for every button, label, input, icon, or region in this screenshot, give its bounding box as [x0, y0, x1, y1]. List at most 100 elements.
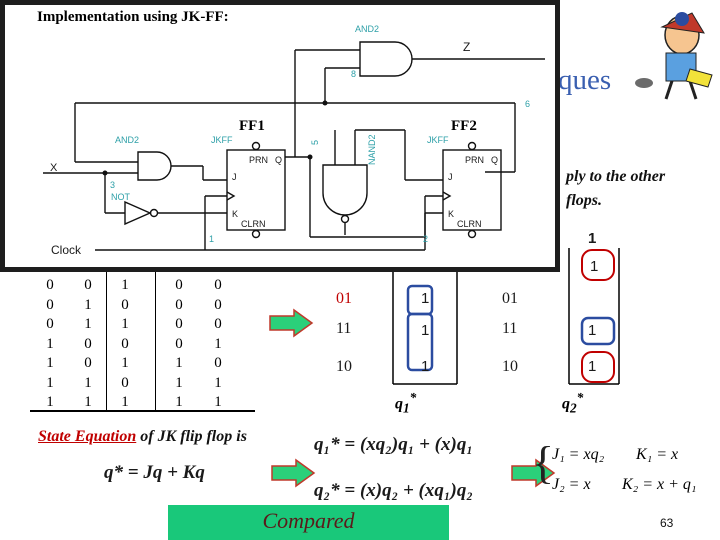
cell: 1 [46, 355, 54, 371]
pin-label: J [232, 172, 237, 182]
label-sup: * [409, 390, 417, 405]
kmap2-cell: 1 [590, 258, 599, 275]
cell: 0 [214, 277, 222, 293]
q2-equation: q₂* = (x)q₂ + (xq₁)q₂ [314, 480, 473, 501]
cell: 1 [175, 374, 183, 391]
kmap1-label: q1* [395, 390, 416, 417]
pin-label: Q [491, 155, 498, 165]
truth-col-5: 0 0 0 1 0 1 1 [208, 276, 228, 413]
node-label: 3 [110, 180, 115, 190]
row-label: 11 [336, 320, 352, 337]
cell: 0 [214, 296, 222, 313]
row-label: 01 [336, 290, 352, 307]
cell: 1 [84, 394, 92, 410]
page-number: 63 [660, 516, 674, 530]
brace-symbol: { [532, 437, 555, 488]
node-label: 5 [310, 140, 320, 145]
cell: 0 [214, 316, 222, 332]
cell: 0 [121, 296, 129, 313]
state-equation-suffix: of JK flip flop is [136, 428, 247, 445]
q1-equation: q₁* = (xq₂)q₁ + (x)q₁ [314, 434, 473, 455]
gate-label: AND2 [115, 135, 139, 145]
kmap2-row-01: 01 [502, 290, 518, 308]
table-divider [106, 272, 107, 412]
circuit-window: Implementation using JK-FF: [0, 0, 560, 272]
cartoon-clipart-icon [635, 12, 713, 100]
kmap2-label: q2* [562, 390, 583, 417]
cell: 0 [175, 296, 183, 313]
cell: 1 [175, 355, 183, 371]
pin-label: PRN [465, 155, 484, 165]
label-sub: 2 [570, 400, 577, 416]
kmap1-row-11: 11 [336, 320, 351, 338]
kmap1-grid [392, 272, 458, 385]
row-label: 01 [502, 290, 518, 307]
state-equation-label: State Equation [38, 428, 137, 445]
label-sub: 1 [403, 400, 410, 416]
kmap1-row-01: 01 [336, 290, 352, 308]
title-fragment: ques [558, 64, 612, 96]
signal-label: Z [463, 40, 470, 54]
signal-label: Clock [51, 243, 82, 257]
gate-label: NOT [111, 192, 131, 202]
kmap1-row-10: 10 [336, 358, 352, 376]
kmap1-cell: 1 [421, 322, 430, 339]
cell: 0 [121, 374, 129, 391]
ff2-label: FF2 [451, 118, 477, 134]
cell: 1 [46, 335, 54, 352]
signal-label: X [50, 162, 58, 174]
cell: 1 [121, 355, 129, 371]
cell: 1 [214, 374, 222, 391]
state-equation-heading: State Equation of JK flip flop is [38, 428, 247, 446]
row-label: 10 [502, 358, 518, 375]
circuit-title: Implementation using JK-FF: [37, 9, 229, 25]
cell: 1 [175, 394, 183, 410]
arrow-right-icon [271, 458, 316, 488]
kmap2-grid [568, 248, 620, 385]
cell: 1 [46, 374, 54, 391]
cell: 0 [121, 335, 129, 352]
cell: 1 [214, 335, 222, 352]
compared-label: Compared [262, 508, 355, 533]
label-sup: * [576, 390, 584, 405]
cell: 0 [175, 316, 183, 332]
truth-col-4: 0 0 0 0 1 1 1 [169, 276, 189, 413]
pin-label: K [232, 209, 238, 219]
row-label: 11 [502, 320, 518, 337]
truth-col-2: 0 1 1 0 0 1 1 [78, 276, 98, 413]
cell: 0 [214, 355, 222, 371]
body-fragment-line2: flops. [566, 192, 602, 209]
gate-label: JKFF [211, 135, 233, 145]
cell: 0 [46, 316, 54, 332]
pin-label: J [448, 172, 453, 182]
cell: 0 [46, 296, 54, 313]
jk-state-equation: q* = Jq + Kq [104, 462, 205, 483]
cell: 0 [175, 335, 183, 352]
cell: 1 [84, 296, 92, 313]
cell: 1 [84, 316, 92, 332]
node-label: 6 [525, 99, 530, 109]
compared-banner [168, 505, 449, 540]
table-divider [155, 272, 156, 412]
cell: 1 [214, 394, 222, 410]
label-main: q [562, 395, 570, 413]
cell: 0 [84, 335, 92, 352]
cell: 1 [121, 394, 129, 410]
row-label: 10 [336, 358, 352, 375]
arrow-right-icon [269, 308, 314, 338]
kmap1-cell: 1 [421, 290, 430, 307]
j1-equation: J₁ = xq₂ [552, 446, 605, 463]
kmap2-row-11: 11 [502, 320, 517, 338]
kmap2-top-header: 1 [588, 230, 597, 247]
pin-label: Q [275, 155, 282, 165]
kmap1-cell: 1 [421, 358, 430, 375]
cell: 1 [121, 316, 129, 332]
pin-label: PRN [249, 155, 268, 165]
gate-label: JKFF [427, 135, 449, 145]
cell: 1 [121, 277, 129, 293]
node-label: 8 [351, 69, 356, 79]
table-bottom-rule [30, 410, 255, 412]
j2-equation: J₂ = x [552, 476, 591, 493]
kmap2-cell: 1 [588, 358, 597, 375]
ff1-label: FF1 [239, 118, 265, 134]
